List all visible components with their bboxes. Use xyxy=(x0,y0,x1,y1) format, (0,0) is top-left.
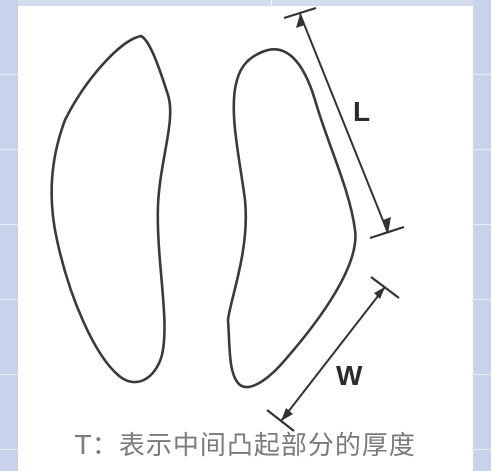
width-dimension-line xyxy=(280,286,386,422)
top-border-band xyxy=(18,0,473,6)
width-label: W xyxy=(336,360,363,391)
width-arrow-top xyxy=(374,287,385,299)
length-tick-top xyxy=(283,6,317,20)
right-seed-outline xyxy=(226,48,357,389)
length-dimension xyxy=(283,6,405,240)
strip-cell xyxy=(0,375,18,450)
strip-cell xyxy=(473,75,491,150)
width-dimension xyxy=(266,276,400,432)
strip-cell xyxy=(473,375,491,450)
strip-cell xyxy=(0,225,18,300)
strip-cell xyxy=(473,150,491,225)
strip-cell xyxy=(473,300,491,375)
length-arrow-bottom xyxy=(383,217,391,233)
strip-cell xyxy=(0,300,18,375)
strip-cell xyxy=(473,225,491,300)
right-side-strip xyxy=(473,0,491,471)
width-arrow-bottom xyxy=(281,408,293,421)
caption-text: T：表示中间凸起部分的厚度 xyxy=(75,431,416,461)
strip-cell xyxy=(0,0,18,75)
left-seed-outline xyxy=(50,34,172,384)
left-side-strip xyxy=(0,0,18,471)
length-label: L xyxy=(353,96,370,127)
top-band-divider xyxy=(271,0,272,6)
strip-cell xyxy=(0,150,18,225)
length-arrow-top xyxy=(296,14,305,28)
length-dimension-line xyxy=(299,13,389,234)
strip-cell xyxy=(0,75,18,150)
strip-cell xyxy=(473,0,491,75)
